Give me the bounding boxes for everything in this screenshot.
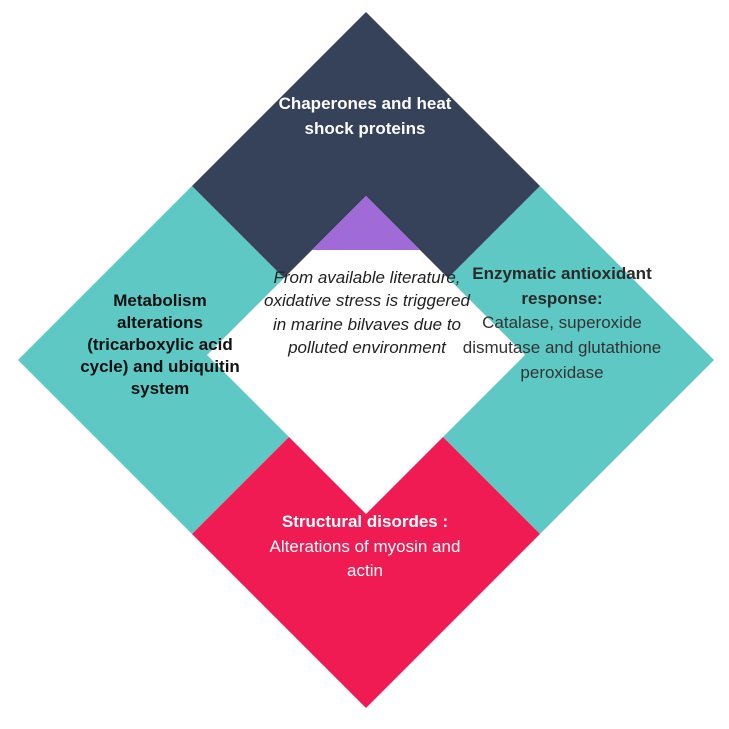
center-text: From available literature, oxidative str…	[264, 268, 470, 358]
quadrant-right-body: Catalase, superoxide dismutase and gluta…	[462, 313, 662, 382]
quadrant-top	[192, 12, 540, 360]
quadrant-right-label: Enzymatic antioxidant response: Catalase…	[462, 262, 662, 385]
quadrant-left-title: Metabolism alterations (tricarboxylic ac…	[80, 291, 240, 399]
center-triangle	[312, 196, 420, 250]
quadrant-bottom-title: Structural disordes :	[281, 512, 449, 531]
quadrant-bottom	[192, 360, 540, 708]
quadrant-bottom-body: Alterations of myosin and actin	[269, 536, 461, 581]
quadrant-left-label: Metabolism alterations (tricarboxylic ac…	[70, 290, 250, 400]
quadrant-top-title: Chaperones and heat shock proteins	[278, 94, 452, 138]
center-diamond	[207, 196, 525, 514]
quadrant-right-title: Enzymatic antioxidant response:	[472, 264, 652, 308]
quadrant-top-label: Chaperones and heat shock proteins	[265, 92, 465, 141]
quadrant-bottom-label: Structural disordes : Alterations of myo…	[255, 510, 475, 584]
